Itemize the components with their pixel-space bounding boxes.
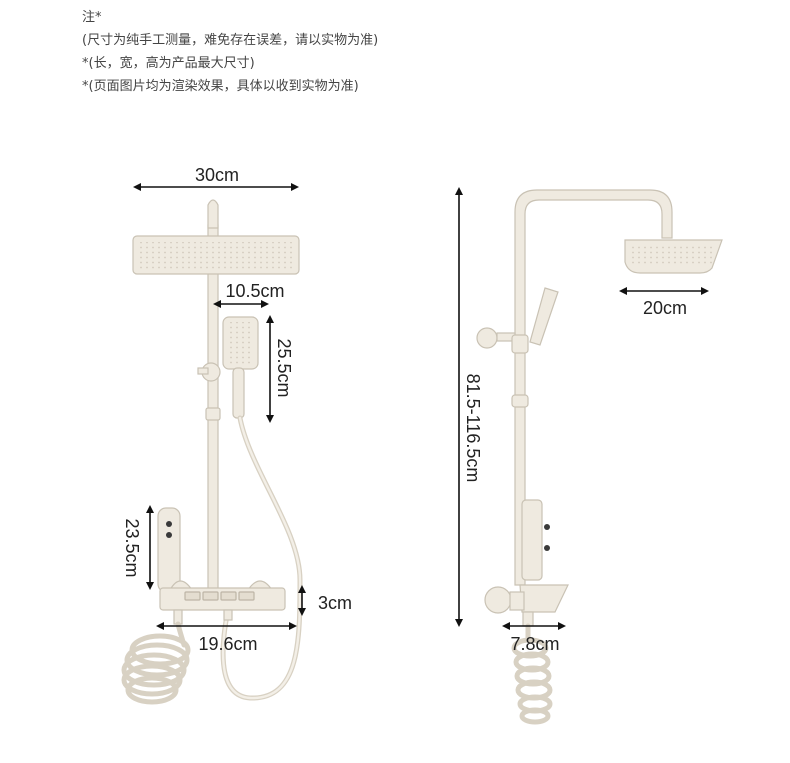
note-max-size: *(长，宽，高为产品最大尺寸) bbox=[82, 56, 255, 71]
front-outlet-right bbox=[223, 609, 233, 621]
spray-gun-button-2 bbox=[166, 532, 172, 538]
note-measurement: (尺寸为纯手工测量，难免存在误差，请以实物为准) bbox=[82, 33, 379, 48]
valve-button-4 bbox=[238, 591, 255, 601]
spray-gun-button-1 bbox=[166, 521, 172, 527]
front-spray-gun bbox=[157, 507, 181, 593]
front-dimension-arrows bbox=[133, 183, 306, 630]
side-knob-1 bbox=[544, 524, 550, 530]
side-knob-2 bbox=[544, 545, 550, 551]
label-top-shower-width: 30cm bbox=[195, 165, 239, 185]
label-arm-offset: 10.5cm bbox=[225, 281, 284, 301]
front-handheld-nozzles bbox=[228, 322, 253, 364]
label-top-shower-depth: 20cm bbox=[643, 298, 687, 318]
valve-button-1 bbox=[184, 591, 201, 601]
note-render: *(页面图片均为渲染效果，具体以收到实物为准) bbox=[82, 79, 359, 94]
front-shower-nozzles bbox=[138, 242, 294, 270]
front-handheld-grip bbox=[232, 367, 245, 419]
valve-button-2 bbox=[202, 591, 219, 601]
side-riser-and-arm bbox=[514, 189, 673, 586]
label-valve-width: 19.6cm bbox=[198, 634, 257, 654]
note-title: 注* bbox=[82, 10, 102, 25]
side-valve-wall-mount bbox=[484, 586, 512, 614]
label-valve-depth: 7.8cm bbox=[510, 634, 559, 654]
side-coiled-hose bbox=[511, 623, 553, 725]
label-valve-height: 3cm bbox=[318, 593, 352, 613]
side-valve-tray bbox=[519, 584, 569, 613]
side-valve-arm bbox=[509, 591, 525, 611]
side-dimension-arrows bbox=[455, 187, 709, 630]
side-wall-bracket bbox=[476, 327, 498, 349]
front-top-stub bbox=[207, 199, 219, 229]
front-shower-hose bbox=[220, 415, 303, 701]
front-bracket-arm bbox=[197, 367, 209, 375]
side-slider-lower bbox=[511, 394, 529, 408]
side-view bbox=[476, 189, 723, 725]
side-handheld-head bbox=[529, 287, 559, 346]
label-total-height: 81.5-116.5cm bbox=[463, 374, 483, 483]
side-shower-nozzles bbox=[632, 246, 712, 266]
front-view bbox=[121, 199, 303, 705]
notes-block: 注* (尺寸为纯手工测量，难免存在误差，请以实物为准) *(长，宽，高为产品最大… bbox=[82, 6, 378, 98]
valve-button-3 bbox=[220, 591, 237, 601]
side-control-box bbox=[521, 499, 543, 581]
front-slider-bracket bbox=[205, 407, 221, 421]
label-spray-gun-height: 23.5cm bbox=[122, 518, 142, 577]
side-slider-holder bbox=[511, 334, 529, 354]
label-handheld-height: 25.5cm bbox=[274, 338, 294, 397]
front-coiled-hose bbox=[121, 621, 191, 705]
